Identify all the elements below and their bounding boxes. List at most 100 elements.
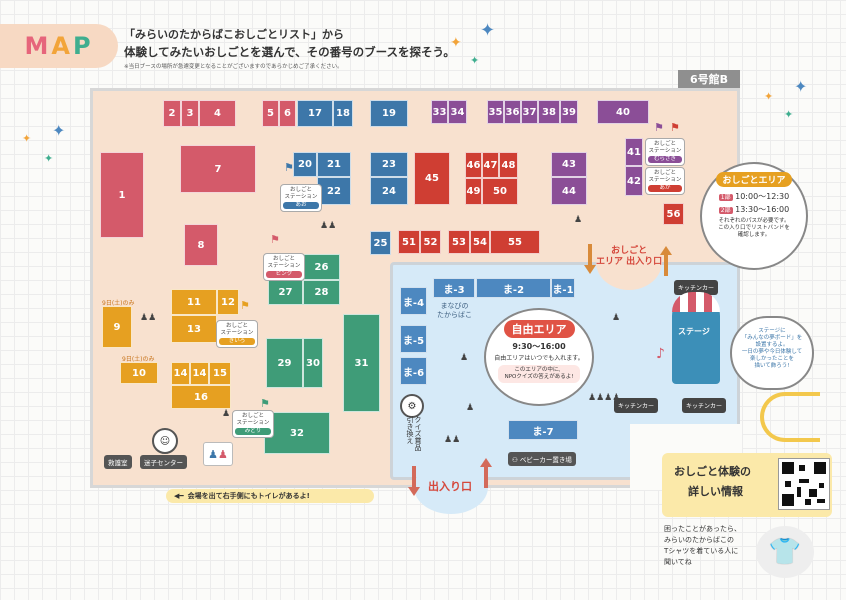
help-note: 困ったことがあったら、 みらいのたからばこの Tシャツを着ている人に 聞いてね [664, 525, 741, 566]
station-ao: おしごと ステーション あお [280, 184, 322, 212]
day-label-9: 9日(土)のみ [102, 300, 135, 307]
booth-ma-5[interactable]: ま-5 [400, 325, 427, 353]
people-icon: ♟ [460, 353, 469, 363]
people-icon: ♟♟ [320, 221, 337, 231]
booth-31[interactable]: 31 [343, 314, 380, 412]
arrow-up-icon [480, 458, 492, 488]
booth-53[interactable]: 53 [448, 230, 470, 254]
booth-19[interactable]: 19 [370, 100, 408, 127]
booth-37[interactable]: 37 [521, 100, 538, 124]
booth-30[interactable]: 30 [303, 338, 323, 388]
booth-28[interactable]: 28 [303, 280, 340, 305]
booth-23[interactable]: 23 [370, 152, 408, 177]
booth-1[interactable]: 1 [100, 152, 144, 238]
kitchen-car-3: キッチンカー [682, 398, 727, 413]
booth-49[interactable]: 49 [465, 178, 482, 205]
qr-code[interactable] [778, 458, 830, 510]
booth-26[interactable]: 26 [303, 254, 340, 280]
flag-icon: ⚑ [260, 397, 270, 410]
booth-ma-3[interactable]: ま-3 [433, 278, 475, 298]
booth-36[interactable]: 36 [504, 100, 521, 124]
kitchen-car-2: キッチンカー [614, 398, 659, 413]
sparkle-icon: ✦ [794, 77, 808, 96]
booth-ma-4[interactable]: ま-4 [400, 287, 427, 315]
stroller-parking[interactable]: ⚇ ベビーカー置き場 [508, 452, 576, 466]
booth-52[interactable]: 52 [420, 230, 441, 254]
booth-45[interactable]: 45 [414, 152, 450, 205]
booth-29[interactable]: 29 [266, 338, 303, 388]
booth-43[interactable]: 43 [551, 152, 587, 177]
booth-14[interactable]: 14 [171, 362, 190, 385]
stage[interactable]: ステージ [672, 292, 720, 384]
booth-ma-1[interactable]: ま-1 [551, 278, 575, 298]
booth-24[interactable]: 24 [370, 177, 408, 205]
booth-51[interactable]: 51 [398, 230, 420, 254]
booth-27[interactable]: 27 [268, 280, 303, 305]
header-line-2: 体験してみたいおしごとを選んで、その番号のブースを探そう。 [124, 45, 455, 59]
booth-22[interactable]: 22 [317, 177, 351, 205]
booth-46[interactable]: 46 [465, 152, 482, 178]
header-note: ※当日ブースの場所が急遽変更となることがございますのであらかじめご了承ください。 [124, 64, 343, 70]
booth-ma-2[interactable]: ま-2 [476, 278, 551, 298]
booth-ma-6[interactable]: ま-6 [400, 357, 427, 385]
booth-4[interactable]: 4 [199, 100, 236, 127]
booth-38[interactable]: 38 [538, 100, 560, 124]
booth-5[interactable]: 5 [262, 100, 279, 127]
booth-32[interactable]: 32 [264, 412, 330, 454]
booth-12[interactable]: 12 [217, 289, 239, 315]
booth-9[interactable]: 9 [102, 306, 132, 348]
booth-47[interactable]: 47 [482, 152, 499, 178]
booth-56[interactable]: 56 [663, 203, 684, 225]
booth-18[interactable]: 18 [333, 100, 353, 127]
booth-34[interactable]: 34 [448, 100, 467, 124]
quiz-exchange-label: クイズ賞品 引き換え [406, 416, 422, 451]
booth-2[interactable]: 2 [163, 100, 181, 127]
flag-icon: ⚑ [284, 161, 294, 174]
first-aid-room[interactable]: 救護室 [104, 455, 132, 469]
booth-21[interactable]: 21 [317, 152, 351, 177]
oshigoto-entrance-label[interactable]: おしごと エリア 出入り口 [596, 246, 663, 267]
booth-17[interactable]: 17 [297, 100, 333, 127]
lost-child-center[interactable]: 迷子センター [140, 455, 187, 469]
station-midori: おしごと ステーション みどり [232, 410, 274, 438]
stroller-icon: ⚇ [512, 456, 520, 464]
booth-11[interactable]: 11 [171, 289, 217, 315]
flag-icon: ⚑ [270, 233, 280, 246]
booth-54[interactable]: 54 [470, 230, 490, 254]
booth-35[interactable]: 35 [487, 100, 504, 124]
lost-child-icon: ☺ [152, 428, 178, 454]
people-icon: ♟♟♟♟ [588, 393, 621, 403]
day-label-10: 9日(土)のみ [122, 356, 155, 363]
booth-ma-7[interactable]: ま-7 [508, 420, 578, 440]
booth-8[interactable]: 8 [184, 224, 218, 266]
booth-55[interactable]: 55 [490, 230, 540, 254]
arrow-down-icon [408, 466, 420, 496]
booth-41[interactable]: 41 [625, 138, 643, 166]
main-entrance-label[interactable]: 出入り口 [428, 480, 472, 493]
booth-15-a[interactable]: 14 [190, 362, 209, 385]
booth-16[interactable]: 16 [171, 385, 231, 409]
music-note-icon: ♪ [656, 346, 665, 362]
booth-10[interactable]: 10 [120, 362, 158, 384]
stage-label: ステージ [678, 327, 710, 336]
booth-13[interactable]: 13 [171, 315, 217, 343]
kitchen-car-1: キッチンカー [674, 280, 719, 295]
booth-50[interactable]: 50 [482, 178, 518, 205]
booth-6[interactable]: 6 [279, 100, 296, 127]
station-pink: おしごと ステーション ピンク [263, 253, 305, 281]
booth-3[interactable]: 3 [181, 100, 199, 127]
hall-label: 6号館B [678, 70, 740, 88]
booth-20[interactable]: 20 [293, 152, 317, 177]
booth-48[interactable]: 48 [499, 152, 518, 178]
sparkle-icon: ✦ [480, 20, 496, 41]
booth-25[interactable]: 25 [370, 231, 391, 255]
booth-44[interactable]: 44 [551, 177, 587, 205]
booth-15[interactable]: 15 [209, 362, 231, 385]
booth-39[interactable]: 39 [560, 100, 578, 124]
booth-42[interactable]: 42 [625, 166, 643, 196]
booth-7[interactable]: 7 [180, 145, 256, 193]
booth-40[interactable]: 40 [597, 100, 649, 124]
sparkle-icon: ✦ [44, 152, 54, 165]
booth-33[interactable]: 33 [431, 100, 448, 124]
sparkle-icon: ✦ [784, 108, 794, 121]
